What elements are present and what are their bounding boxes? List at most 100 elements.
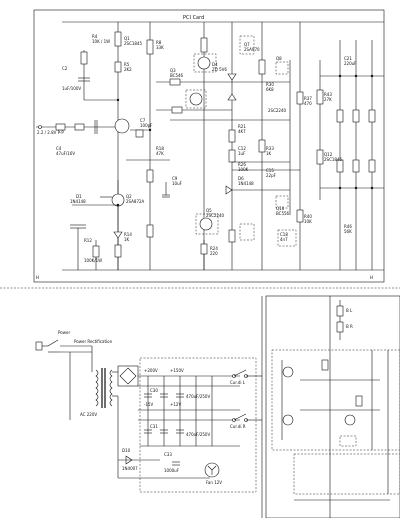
label-c1-value: 1uF/100V: [62, 86, 81, 91]
corner-left-label: H: [36, 275, 39, 280]
label-q5: Q7: [244, 42, 250, 47]
label-d1-value: 1N4148: [70, 199, 86, 204]
label-c8: C21: [344, 56, 352, 61]
label-d2: D4: [212, 62, 218, 67]
label-d1: D1: [76, 194, 82, 199]
label-d2-value: ZD 5V6: [212, 67, 227, 72]
transformer-icon: AC 220V: [80, 368, 113, 417]
label-c7: C18: [280, 232, 288, 237]
power-switch-label: Power: [58, 330, 70, 335]
output-switches: Cur.di L Cur.di R: [230, 369, 262, 429]
fan-label: Fan 12V: [206, 480, 222, 485]
input-level-label: 2.2 / 2.8V P-P: [37, 130, 64, 135]
label-d3-value: 1N4148: [238, 181, 254, 186]
right-boards: B L B R: [261, 295, 400, 518]
label-c6-value: 22pF: [266, 173, 277, 178]
label-q4: Q5: [206, 208, 212, 213]
label-r8-value: 220: [210, 251, 218, 256]
label-r9: R26: [238, 162, 246, 167]
label-pd1: D10: [122, 448, 131, 453]
label-q2: Q2: [126, 194, 132, 199]
label-pc2: C31: [150, 424, 158, 429]
label-c3: C7: [140, 118, 146, 123]
label-q8: Q12: [324, 152, 333, 157]
out-label-cur-left: Cur.di L: [230, 380, 246, 385]
label-r13-value: 10K: [304, 219, 312, 224]
pci-card-border: [33, 9, 385, 283]
label-c5-value: 1uF: [238, 151, 246, 156]
label-c6: C15: [266, 168, 274, 173]
label-q5-value: 2SA970: [244, 47, 260, 52]
label-q1-value: 2SC1845: [124, 41, 143, 46]
out-label-b-left: B L: [346, 308, 353, 313]
label-r3: R8: [156, 40, 162, 45]
out-label-b-right: B R: [346, 324, 353, 329]
label-r9-value: 100K: [238, 167, 249, 172]
label-r7: R21: [238, 124, 246, 129]
label-q6-value: 2SC2240: [268, 108, 287, 113]
bridge-rectifier: [112, 365, 139, 397]
label-pd1-value: 1N4007: [122, 466, 138, 471]
transformer-note: AC 220V: [80, 412, 97, 417]
label-c2-value: 47uF/16V: [56, 151, 75, 156]
label-d3: D6: [238, 176, 244, 181]
stage-2: [126, 22, 170, 270]
label-c4: C9: [172, 176, 178, 181]
label-pc1: C30: [150, 388, 158, 393]
label-r15: R46: [344, 224, 352, 229]
signal-input: 2.2 / 2.8V P-P: [36, 120, 120, 135]
label-q2-value: 2SA872A: [126, 199, 145, 204]
label-c5: C12: [238, 146, 246, 151]
label-q3: Q3: [170, 68, 176, 73]
label-r14-value: 27K: [324, 97, 332, 102]
power-supply-section: Power Power Rectification AC 220V: [35, 295, 400, 518]
label-r6-value: 47K: [156, 151, 164, 156]
output-board-inner: [271, 349, 400, 451]
output-board-lower: [293, 453, 400, 495]
label-q4-value: 2SC2240: [206, 213, 225, 218]
label-q8-value: 2SC1845: [324, 157, 343, 162]
label-r14: R43: [324, 92, 332, 97]
stage-4: [225, 22, 300, 270]
label-r11: R33: [266, 146, 274, 151]
aux-supply: Fan 12V D10 1N4007 C33 1000uF C30 470uF/…: [117, 388, 222, 485]
label-r13: R40: [304, 214, 312, 219]
label-r15-value: 56K: [344, 229, 352, 234]
upper-amplifier-section: PCI Card H H 2.2 / 2.8V P-P: [33, 9, 385, 283]
label-r5: R14: [124, 232, 132, 237]
label-r6: R18: [156, 146, 164, 151]
supply-board: [139, 357, 257, 493]
label-c1: C2: [62, 66, 68, 71]
label-r10-value: 6K8: [266, 87, 274, 92]
label-c7-value: 4n7: [280, 237, 288, 242]
label-r5-value: 1K: [124, 237, 130, 242]
label-r12: R37: [304, 96, 312, 101]
rectification-label: Power Rectification: [74, 339, 113, 344]
label-q3-value: BC546: [170, 73, 184, 78]
mains-input: Power: [35, 330, 93, 420]
rail-label-1: +200V: [144, 368, 158, 373]
label-pc3-value: 1000uF: [164, 468, 180, 473]
label-r4: R12: [84, 238, 92, 243]
stage-3: [156, 22, 232, 270]
label-c8-value: 220uF: [344, 61, 357, 66]
label-q6: Q8: [276, 56, 282, 61]
label-c2: C4: [56, 146, 62, 151]
label-r12-value: 470: [304, 101, 312, 106]
upper-labels: R4 10K / 1W C2 1uF/100V Q1 2SC1845 R5 2K…: [56, 34, 357, 263]
label-r1: R4: [92, 34, 98, 39]
rail-label-2: +150V: [170, 368, 184, 373]
label-r10: R30: [266, 82, 274, 87]
label-r11-value: 1K: [266, 151, 272, 156]
supply-rails: +200V +150V -15V +12V: [138, 368, 240, 447]
switch-icon: [47, 339, 59, 347]
out-label-cur-right: Cur.di R: [230, 424, 246, 429]
plug-icon: [35, 341, 43, 351]
output-stage: [258, 22, 384, 270]
label-r1-value: 10K / 1W: [92, 39, 110, 44]
label-r4-value: 100K/1W: [84, 258, 102, 263]
label-r7-value: 4K7: [238, 129, 246, 134]
label-pc1-value: 470uF/250V: [186, 394, 210, 399]
label-c3-value: 100pF: [140, 123, 153, 128]
